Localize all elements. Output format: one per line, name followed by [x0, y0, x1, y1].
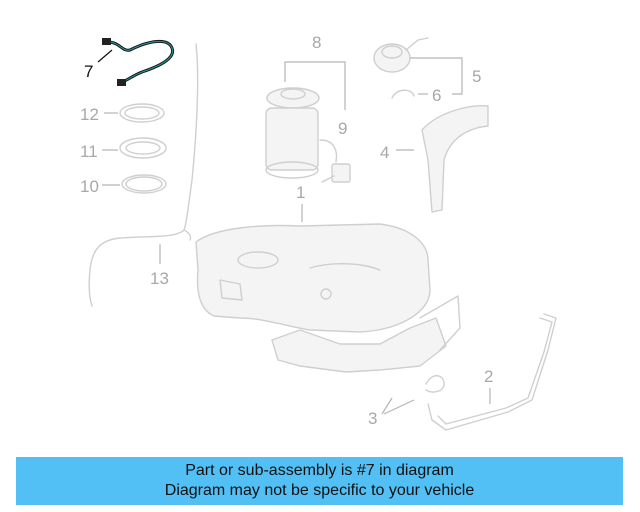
leader-3: [381, 397, 415, 415]
banner-line-1: Part or sub-assembly is #7 in diagram: [185, 462, 454, 479]
part-12-ring[interactable]: [119, 103, 165, 123]
info-banner: Part or sub-assembly is #7 in diagram Di…: [16, 457, 623, 505]
part-4-filler-shield[interactable]: [421, 105, 489, 213]
callout-13[interactable]: 13: [150, 269, 169, 288]
callout-8[interactable]: 8: [312, 33, 321, 52]
callout-12[interactable]: 12: [80, 105, 99, 124]
part-13-vent-tube[interactable]: [88, 43, 199, 307]
banner-line-2: Diagram may not be specific to your vehi…: [164, 482, 475, 499]
callout-4[interactable]: 4: [380, 143, 389, 162]
part-6-clip[interactable]: [391, 89, 415, 99]
callout-7[interactable]: 7: [84, 62, 93, 81]
callout-5[interactable]: 5: [472, 67, 481, 86]
part-1-fuel-tank[interactable]: [195, 223, 431, 333]
callout-9[interactable]: 9: [338, 119, 347, 138]
leader-7: [97, 49, 113, 63]
callout-6[interactable]: 6: [432, 86, 441, 105]
part-2-tank-strap[interactable]: [427, 313, 557, 431]
leader-8: [284, 61, 346, 110]
part-10-ring[interactable]: [121, 174, 167, 194]
part-9-sender[interactable]: [321, 163, 351, 183]
callout-3[interactable]: 3: [368, 409, 377, 428]
part-3-heat-shield[interactable]: [271, 295, 461, 393]
callout-11[interactable]: 11: [80, 142, 98, 161]
callout-2[interactable]: 2: [484, 367, 493, 386]
part-8-pump-module[interactable]: [265, 87, 338, 179]
callout-1[interactable]: 1: [296, 183, 305, 202]
callout-10[interactable]: 10: [80, 177, 99, 196]
part-7-wire-harness[interactable]: [102, 38, 175, 86]
part-5-fuel-cap[interactable]: [373, 37, 429, 73]
leader-5: [410, 57, 463, 95]
part-11-ring[interactable]: [119, 137, 167, 159]
